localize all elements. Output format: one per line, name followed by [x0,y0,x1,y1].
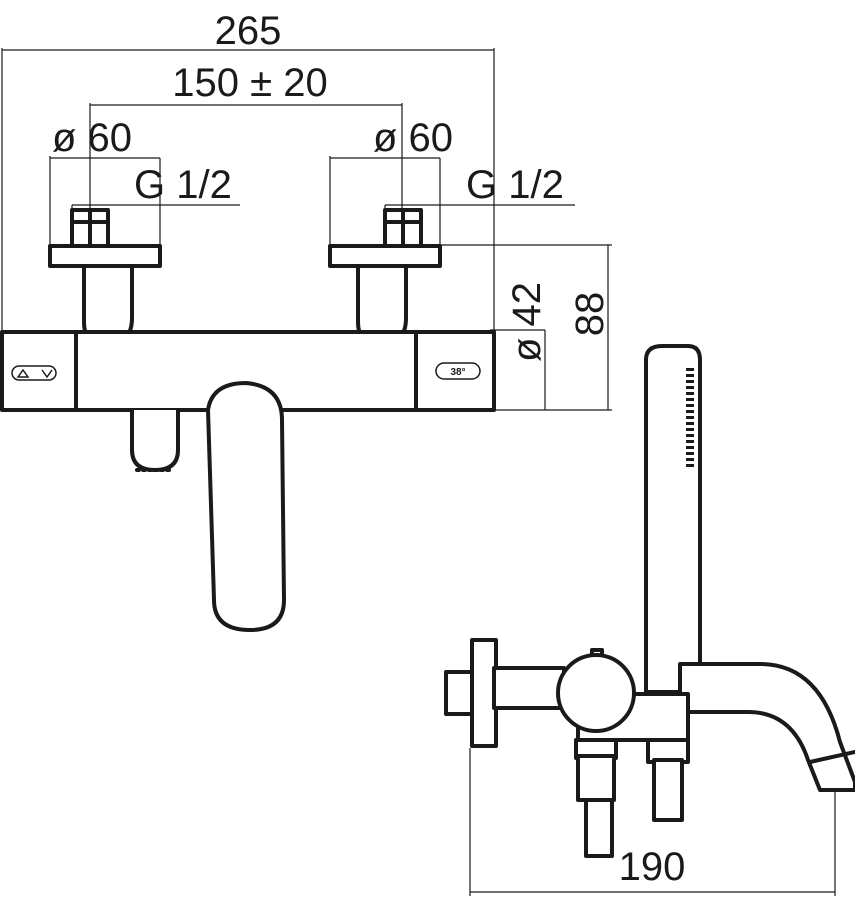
hand-shower [644,344,702,694]
front-dimension-lines [1,48,612,411]
front-view: 265 150 ± 20 ø 60 ø 60 G 1/2 G 1/2 ø 42 … [0,9,612,632]
left-inlet [48,208,162,347]
side-dimension-lines [469,748,836,896]
bath-spout [678,662,855,792]
dim-left-flange-diameter: ø 60 [52,116,132,160]
side-view: 190 [444,344,855,896]
inlet-connector-left [574,738,618,858]
wall-flange [444,638,566,748]
temperature-marker [435,362,481,380]
dim-inlet-spacing: 150 ± 20 [172,61,327,105]
mixer-lever [206,381,286,632]
temperature-mark-text: 38° [450,367,465,378]
dim-right-thread: G 1/2 [466,163,564,207]
valve-body [556,648,636,733]
dim-left-thread: G 1/2 [134,163,232,207]
dim-projection: 190 [619,845,686,889]
diverter-knob [130,410,180,472]
dim-body-height: 88 [568,292,612,337]
dim-right-flange-diameter: ø 60 [373,116,453,160]
inlet-connector-right [646,738,690,822]
dim-body-diameter: ø 42 [505,282,549,362]
right-inlet [328,208,442,347]
dim-overall-width: 265 [215,9,282,53]
